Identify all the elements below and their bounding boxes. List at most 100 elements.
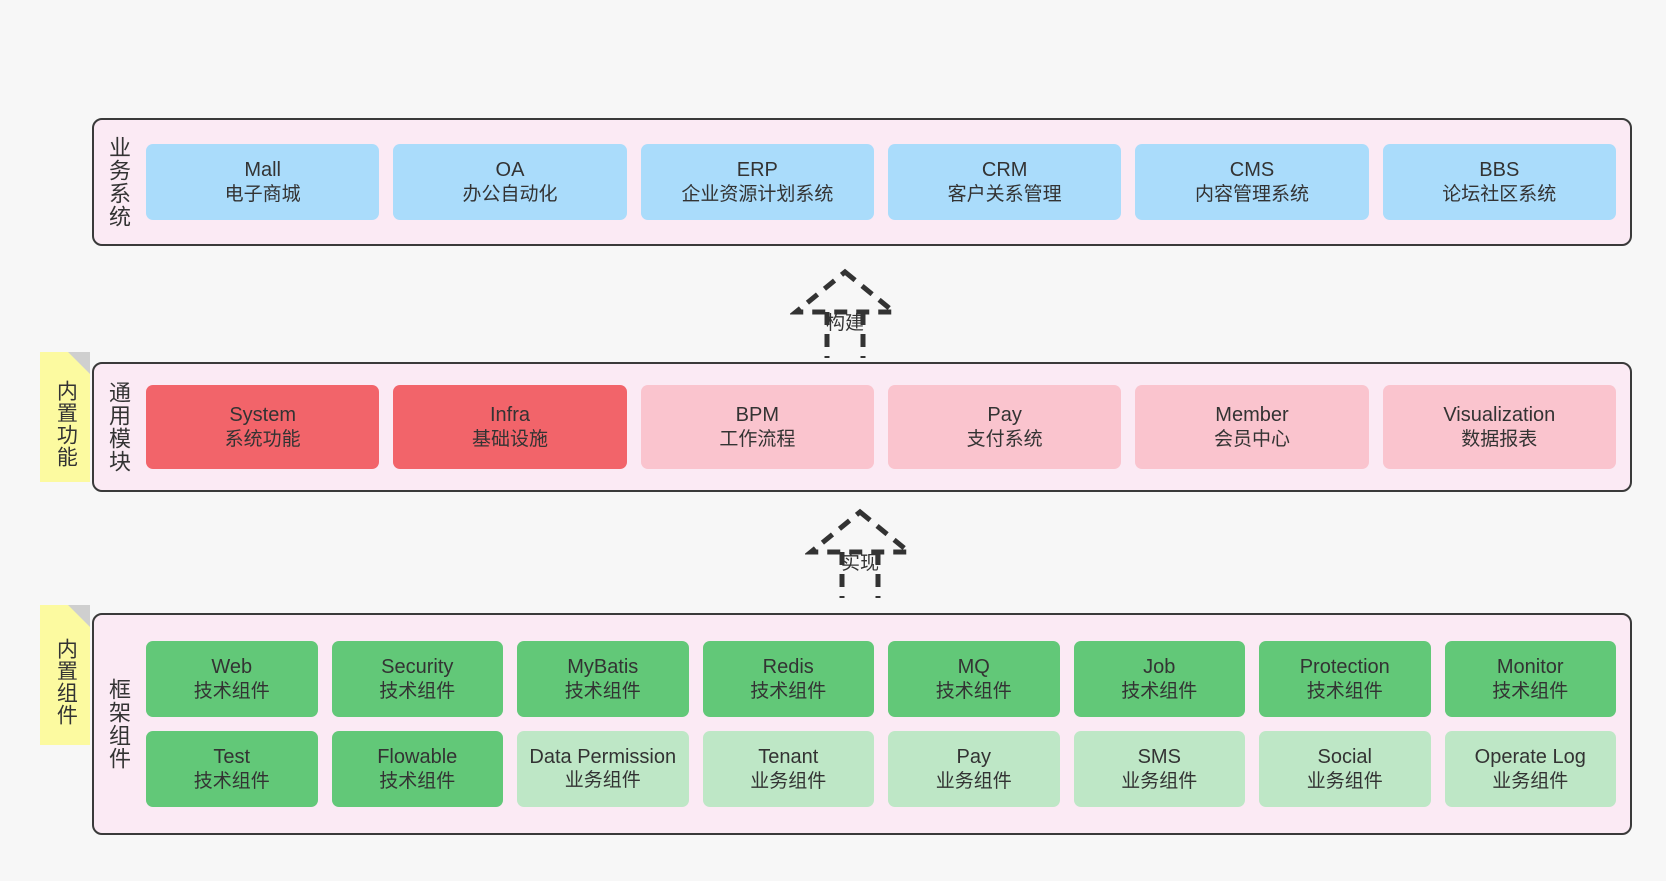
node-bpm-cn: 工作流程 (719, 428, 796, 450)
node-bpm-en: BPM (735, 404, 779, 427)
realization-arrow-implement-label: 实现 (840, 553, 880, 574)
common-module-nodes: System 系统功能 Infra 基础设施 BPM 工作流程 Pay 支付系统… (142, 364, 1630, 490)
node-erp-en: ERP (736, 159, 778, 182)
node-redis-cn: 技术组件 (750, 680, 827, 702)
node-job-cn: 技术组件 (1121, 680, 1198, 702)
node-member-en: Member (1215, 404, 1289, 427)
node-test-en: Test (213, 746, 251, 769)
node-mq[interactable]: MQ 技术组件 (888, 641, 1060, 717)
node-operate-log[interactable]: Operate Log 业务组件 (1444, 731, 1616, 807)
node-pay-module[interactable]: Pay 支付系统 (887, 385, 1122, 469)
node-visualization[interactable]: Visualization 数据报表 (1382, 385, 1616, 469)
node-security-cn: 技术组件 (379, 680, 456, 702)
node-crm-en: CRM (981, 159, 1028, 182)
sticky-note-builtin-component: 内置组件 (40, 605, 90, 745)
node-sms-cn: 业务组件 (1121, 770, 1198, 792)
node-redis[interactable]: Redis 技术组件 (702, 641, 874, 717)
node-pay-module-en: Pay (987, 404, 1022, 427)
node-protection-cn: 技术组件 (1306, 680, 1383, 702)
realization-arrow-build-label: 构建 (825, 313, 865, 334)
node-data-permission[interactable]: Data Permission 业务组件 (517, 731, 689, 807)
business-system-layer: 业务系统 Mall 电子商城 OA 办公自动化 ERP 企业资源计划系统 CRM (92, 118, 1632, 246)
common-module-layer: 通用模块 System 系统功能 Infra 基础设施 BPM 工作流程 Pay (92, 362, 1632, 492)
node-security-en: Security (381, 656, 454, 679)
node-test-cn: 技术组件 (193, 770, 270, 792)
node-bbs-en: BBS (1479, 159, 1520, 182)
node-tenant-cn: 业务组件 (750, 770, 827, 792)
node-mall[interactable]: Mall 电子商城 (146, 144, 380, 220)
common-module-row: System 系统功能 Infra 基础设施 BPM 工作流程 Pay 支付系统… (146, 385, 1616, 469)
node-cms-en: CMS (1229, 159, 1275, 182)
node-social-en: Social (1317, 746, 1372, 769)
sticky-fold-corner-icon (68, 605, 90, 627)
node-monitor-cn: 技术组件 (1492, 680, 1569, 702)
node-security[interactable]: Security 技术组件 (331, 641, 503, 717)
business-system-row: Mall 电子商城 OA 办公自动化 ERP 企业资源计划系统 CRM 客户关系… (146, 144, 1616, 220)
node-oa-cn: 办公自动化 (462, 183, 558, 205)
node-mq-cn: 技术组件 (935, 680, 1012, 702)
realization-arrow-build-glyph (790, 268, 900, 358)
node-pay-component-cn: 业务组件 (935, 770, 1012, 792)
node-flowable[interactable]: Flowable 技术组件 (331, 731, 503, 807)
node-test[interactable]: Test 技术组件 (146, 731, 318, 807)
node-web-en: Web (211, 656, 253, 679)
framework-component-layer: 框架组件 Web 技术组件 Security 技术组件 MyBatis 技术组件… (92, 613, 1632, 835)
sticky-note-builtin-function-label: 内置功能 (54, 380, 78, 468)
node-tenant-en: Tenant (758, 746, 819, 769)
node-mall-en: Mall (244, 159, 281, 182)
node-bpm[interactable]: BPM 工作流程 (640, 385, 874, 469)
node-tenant[interactable]: Tenant 业务组件 (702, 731, 874, 807)
node-infra-cn: 基础设施 (471, 428, 548, 450)
node-bbs[interactable]: BBS 论坛社区系统 (1382, 144, 1616, 220)
node-member[interactable]: Member 会员中心 (1135, 385, 1369, 469)
node-visualization-en: Visualization (1443, 404, 1556, 427)
node-infra[interactable]: Infra 基础设施 (393, 385, 627, 469)
realization-arrow-build: 构建 (790, 268, 900, 358)
node-erp-cn: 企业资源计划系统 (681, 183, 834, 205)
node-member-cn: 会员中心 (1213, 428, 1290, 450)
framework-component-row-business: Test 技术组件 Flowable 技术组件 Data Permission … (146, 731, 1616, 807)
node-pay-component[interactable]: Pay 业务组件 (888, 731, 1060, 807)
node-pay-component-en: Pay (956, 746, 991, 769)
realization-arrow-implement: 实现 (805, 508, 915, 598)
framework-component-row-technical: Web 技术组件 Security 技术组件 MyBatis 技术组件 Redi… (146, 641, 1616, 717)
node-job-en: Job (1143, 656, 1176, 679)
node-web-cn: 技术组件 (193, 680, 270, 702)
node-system-cn: 系统功能 (224, 428, 301, 450)
node-monitor-en: Monitor (1496, 656, 1564, 679)
node-job[interactable]: Job 技术组件 (1073, 641, 1245, 717)
node-system-en: System (229, 404, 296, 427)
node-oa-en: OA (495, 159, 525, 182)
node-web[interactable]: Web 技术组件 (146, 641, 318, 717)
node-protection[interactable]: Protection 技术组件 (1259, 641, 1431, 717)
node-bbs-cn: 论坛社区系统 (1442, 183, 1557, 205)
sticky-fold-corner-icon (68, 352, 90, 374)
node-pay-module-cn: 支付系统 (966, 428, 1043, 450)
node-erp[interactable]: ERP 企业资源计划系统 (640, 144, 874, 220)
node-monitor[interactable]: Monitor 技术组件 (1444, 641, 1616, 717)
node-oa[interactable]: OA 办公自动化 (393, 144, 627, 220)
node-crm[interactable]: CRM 客户关系管理 (887, 144, 1122, 220)
node-operate-log-en: Operate Log (1474, 746, 1586, 769)
node-cms[interactable]: CMS 内容管理系统 (1135, 144, 1369, 220)
node-data-permission-cn: 业务组件 (564, 769, 641, 791)
business-system-layer-title: 业务系统 (105, 136, 131, 228)
sticky-note-builtin-component-label: 内置组件 (54, 638, 78, 726)
node-social-cn: 业务组件 (1306, 770, 1383, 792)
node-social[interactable]: Social 业务组件 (1259, 731, 1431, 807)
node-mq-en: MQ (957, 656, 990, 679)
node-protection-en: Protection (1299, 656, 1390, 679)
node-infra-en: Infra (489, 404, 530, 427)
realization-arrow-implement-glyph (805, 508, 915, 598)
common-module-layer-title: 通用模块 (105, 381, 131, 473)
node-flowable-en: Flowable (377, 746, 458, 769)
node-system[interactable]: System 系统功能 (146, 385, 380, 469)
node-data-permission-en: Data Permission (529, 746, 677, 769)
node-mybatis-cn: 技术组件 (564, 680, 641, 702)
node-mybatis-en: MyBatis (567, 656, 639, 679)
node-sms[interactable]: SMS 业务组件 (1073, 731, 1245, 807)
framework-component-nodes: Web 技术组件 Security 技术组件 MyBatis 技术组件 Redi… (142, 615, 1630, 833)
node-operate-log-cn: 业务组件 (1492, 770, 1569, 792)
node-mybatis[interactable]: MyBatis 技术组件 (517, 641, 689, 717)
